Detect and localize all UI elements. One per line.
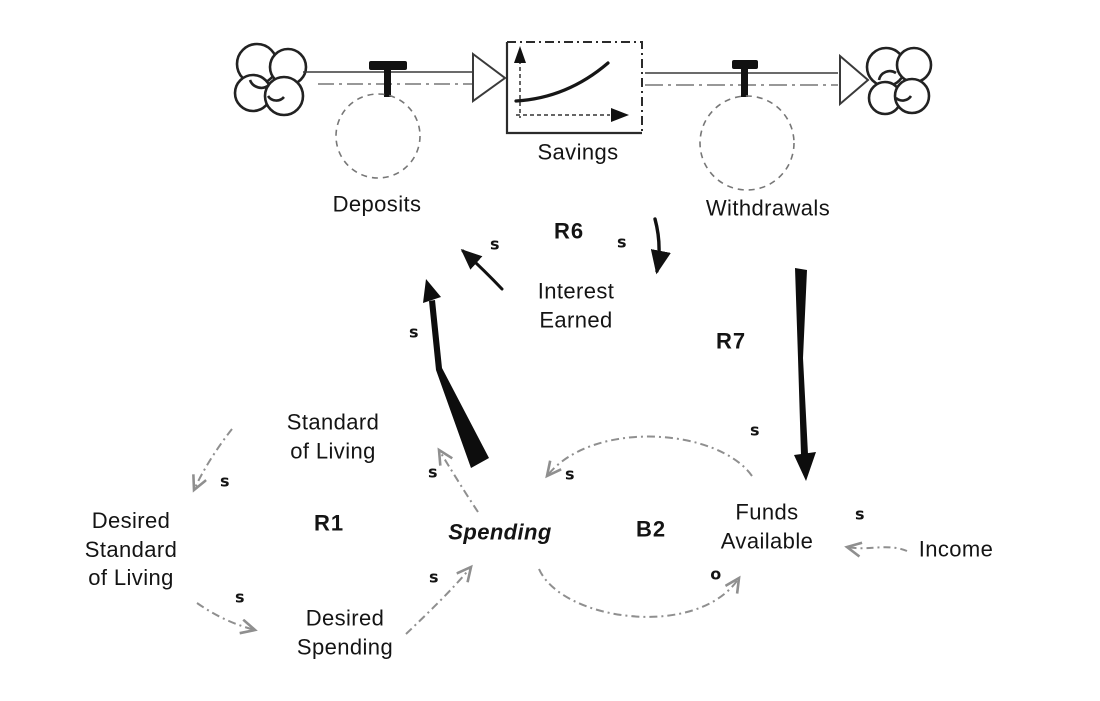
polarity-interest-to-deposits: s <box>490 234 500 254</box>
arrow-income-to-funds-available <box>847 547 908 551</box>
polarity-income-to-funds: s <box>855 504 865 524</box>
polarity-funds-to-spending: s <box>565 464 575 484</box>
loop-label-r7: R7 <box>715 328 747 354</box>
loop-label-r1: R1 <box>313 510 345 536</box>
loop-label-b2: B2 <box>635 516 667 542</box>
polarity-withdrawals-to-funds: s <box>750 420 760 440</box>
loop-label-r6: R6 <box>553 218 585 244</box>
label-funds-available: Funds Available <box>720 499 814 553</box>
arrow-interest-earned-to-deposits <box>460 248 504 291</box>
polarity-standard-to-desired-standard: s <box>220 471 230 491</box>
polarity-desired-standard-to-desired-spending: s <box>235 587 245 607</box>
arrow-spending-to-standard-of-living <box>439 450 479 513</box>
withdrawals-valve-icon <box>732 60 758 97</box>
arrow-desired-standard-to-desired-spending <box>196 602 255 630</box>
savings-growth-graph-icon <box>514 46 629 122</box>
savings-stock-box <box>505 41 643 135</box>
label-interest-earned: Interest Earned <box>537 278 615 332</box>
deposits-valve-icon <box>369 61 407 97</box>
polarity-spending-to-standard: s <box>428 462 438 482</box>
polarity-spending-to-deposits: s <box>409 322 419 342</box>
deposits-converter-circle <box>335 93 421 179</box>
pipe-arrowhead-into-sink <box>839 53 870 107</box>
polarity-savings-to-interest: s <box>617 232 627 252</box>
polarity-spending-to-funds: o <box>710 564 722 584</box>
label-deposits: Deposits <box>332 191 422 217</box>
label-desired-spending: Desired Spending <box>296 605 394 659</box>
label-savings: Savings <box>537 139 619 165</box>
arrow-standard-to-desired-standard <box>194 428 233 490</box>
label-spending: Spending <box>448 519 552 545</box>
label-standard-of-living: Standard of Living <box>286 409 380 463</box>
label-income: Income <box>918 536 994 562</box>
arrow-desired-spending-to-spending <box>405 567 471 635</box>
arrow-spending-to-deposits <box>423 279 489 468</box>
polarity-desired-spending-to-spending: s <box>429 567 439 587</box>
pipe-arrowhead-into-stock <box>472 52 507 103</box>
arrow-savings-to-interest-earned <box>650 217 671 275</box>
arrow-withdrawals-to-funds-available <box>794 268 816 481</box>
sink-cloud-icon <box>865 46 933 116</box>
withdrawals-converter-circle <box>699 95 795 191</box>
source-cloud-icon <box>233 42 308 117</box>
label-withdrawals: Withdrawals <box>705 195 831 221</box>
arrow-spending-to-funds-available <box>538 568 739 618</box>
label-desired-standard-of-living: Desired Standard of Living <box>84 508 178 591</box>
arrow-funds-available-to-spending <box>547 435 753 476</box>
